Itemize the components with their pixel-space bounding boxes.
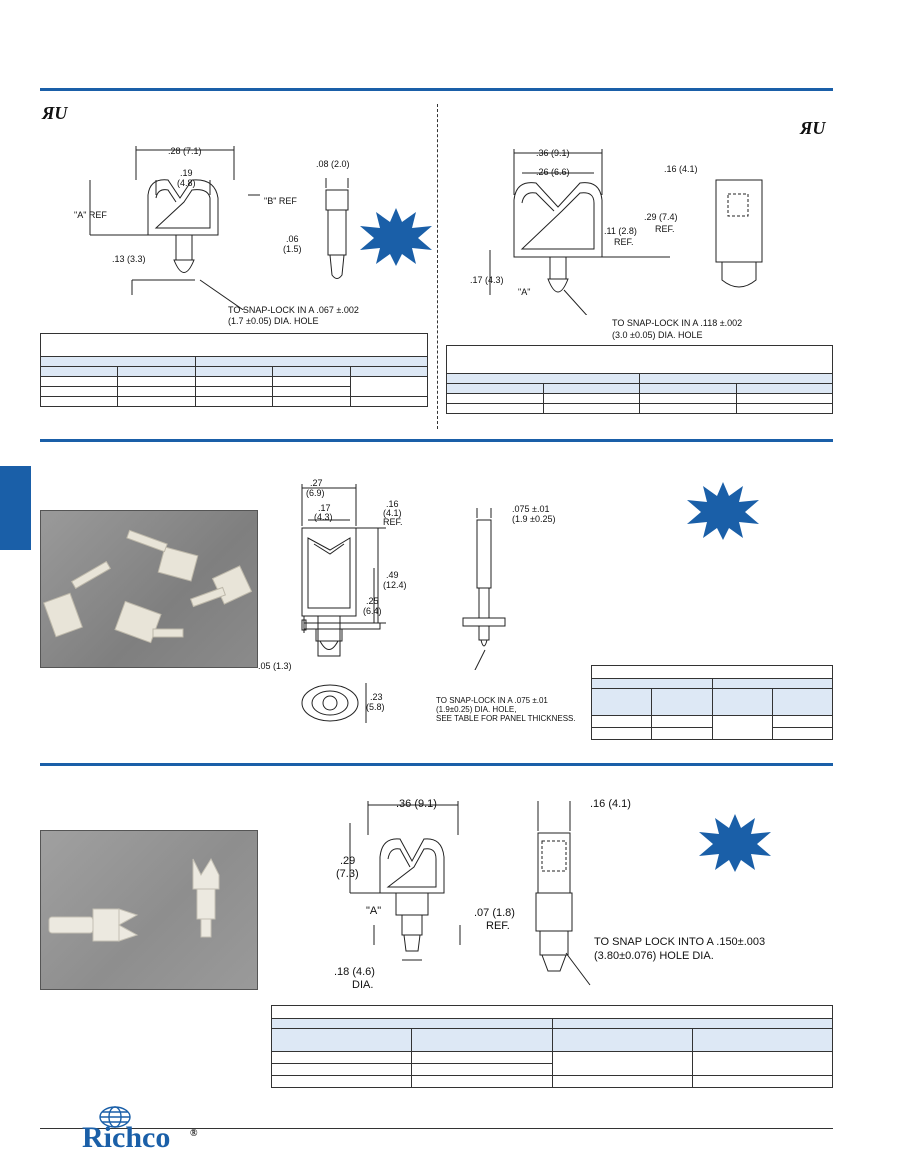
snap-note-mm: (3.0 ±0.05) DIA. HOLE <box>612 330 703 340</box>
new-starburst-icon <box>697 814 773 877</box>
dim-width-inner: .26 (6.6) <box>536 167 570 177</box>
dim-ref: .07 (1.8) <box>474 907 515 919</box>
dim-side-width: .16 (4.1) <box>664 164 698 174</box>
dashed-divider <box>437 104 438 429</box>
dim-side-width: .08 (2.0) <box>316 159 350 169</box>
dim-width-total: .27 <box>310 478 323 488</box>
dim-ref-label: REF. <box>486 920 510 932</box>
clip-drawing-front-2 <box>489 149 670 315</box>
clip-drawing-side-4 <box>535 801 591 986</box>
dim-ref-label: REF. <box>383 517 403 527</box>
new-starburst-icon <box>358 208 434 271</box>
dim-side: .075 ±.01 <box>512 504 550 514</box>
dim-dia-label: DIA. <box>352 979 374 991</box>
snap-note-mm: (1.7 ±0.05) DIA. HOLE <box>228 316 319 326</box>
dim-width-total-mm: (6.9) <box>306 488 325 498</box>
top-rule <box>40 88 833 91</box>
product-photo-2 <box>40 510 258 668</box>
dim-low: .05 (1.3) <box>258 661 292 671</box>
dim-width-total: .28 (7.1) <box>168 146 202 156</box>
section-rule-2 <box>40 439 833 442</box>
dim-a-ref: "A" REF <box>74 210 107 220</box>
dim-height: .29 <box>340 855 356 867</box>
snap-note-mm: (3.80±0.076) HOLE DIA. <box>594 950 714 962</box>
dim-mid-ref: REF. <box>614 237 634 247</box>
section-rule-3 <box>40 763 833 766</box>
snap-note-panel: SEE TABLE FOR PANEL THICKNESS. <box>436 714 576 723</box>
svg-text:ЯU: ЯU <box>41 103 68 123</box>
side-tab <box>0 466 31 550</box>
dim-height: .49 <box>386 570 399 580</box>
dim-width-inner-mm: (4.8) <box>177 178 196 188</box>
ul-recognized-icon: ЯU <box>40 103 74 128</box>
clip-drawing-side-3 <box>462 508 506 670</box>
dim-width-inner: .17 <box>318 503 331 513</box>
clip-drawing-side-1 <box>325 178 349 279</box>
spec-table-1 <box>39 333 429 407</box>
dim-height-low: .13 (3.3) <box>112 254 146 264</box>
dim-dia-mm: (5.8) <box>366 702 385 712</box>
dim-thickness: .06 <box>286 234 299 244</box>
richco-logo: Richco <box>82 1121 171 1154</box>
dim-width-inner-mm: (4.3) <box>314 512 333 522</box>
dim-mid: .25 <box>366 596 379 606</box>
dim-a-label: "A" <box>366 905 382 917</box>
product-photo-3 <box>40 830 258 990</box>
dim-side-width: .16 (4.1) <box>590 798 631 810</box>
ul-recognized-icon: ЯU <box>798 118 832 143</box>
spec-table-2 <box>446 345 833 414</box>
snap-note-mm: (1.9±0.25) DIA. HOLE, <box>436 705 517 714</box>
dim-mid-mm: (6.4) <box>363 606 382 616</box>
registered-mark: ® <box>190 1128 198 1139</box>
dim-height: .29 (7.4) <box>644 212 678 222</box>
clip-drawing-front-1 <box>89 146 260 310</box>
dim-dia: .18 (4.6) <box>334 966 375 978</box>
globe-icon <box>98 1106 132 1133</box>
dim-width-inner: .19 <box>180 168 193 178</box>
dim-dia: .23 <box>370 692 383 702</box>
dim-width-total: .36 (9.1) <box>396 798 437 810</box>
dim-b-ref: "B" REF <box>264 196 297 206</box>
dim-ref-mm: (4.1) <box>383 508 402 518</box>
dim-side-mm: (1.9 ±0.25) <box>512 514 556 524</box>
clip-drawing-side-2 <box>715 179 763 288</box>
spec-table-3 <box>590 665 834 740</box>
snap-note: TO SNAP-LOCK IN A .075 ±.01 <box>436 696 548 705</box>
dim-thickness-mm: (1.5) <box>283 244 302 254</box>
snap-note: TO SNAP-LOCK IN A .118 ±.002 <box>612 318 743 328</box>
spec-table-4 <box>270 1005 834 1088</box>
dim-mid: .11 (2.8) <box>604 226 637 236</box>
dim-height-ref: REF. <box>655 224 675 234</box>
dim-width-total: .36 (9.1) <box>536 148 570 158</box>
clip-drawing-front-3 <box>301 484 386 723</box>
dim-height-mm: (7.3) <box>336 868 359 880</box>
svg-text:ЯU: ЯU <box>799 118 826 138</box>
clip-drawing-front-4 <box>349 801 461 961</box>
new-starburst-icon <box>683 482 763 545</box>
dim-a-label: "A" <box>518 287 531 297</box>
dim-height-low: .17 (4.3) <box>470 275 504 285</box>
dim-ref: .16 <box>386 499 399 509</box>
dim-height-mm: (12.4) <box>383 580 407 590</box>
footer-rule <box>40 1128 833 1129</box>
snap-note: TO SNAP LOCK INTO A .150±.003 <box>594 936 766 948</box>
snap-note: TO SNAP-LOCK IN A .067 ±.002 <box>228 305 359 315</box>
